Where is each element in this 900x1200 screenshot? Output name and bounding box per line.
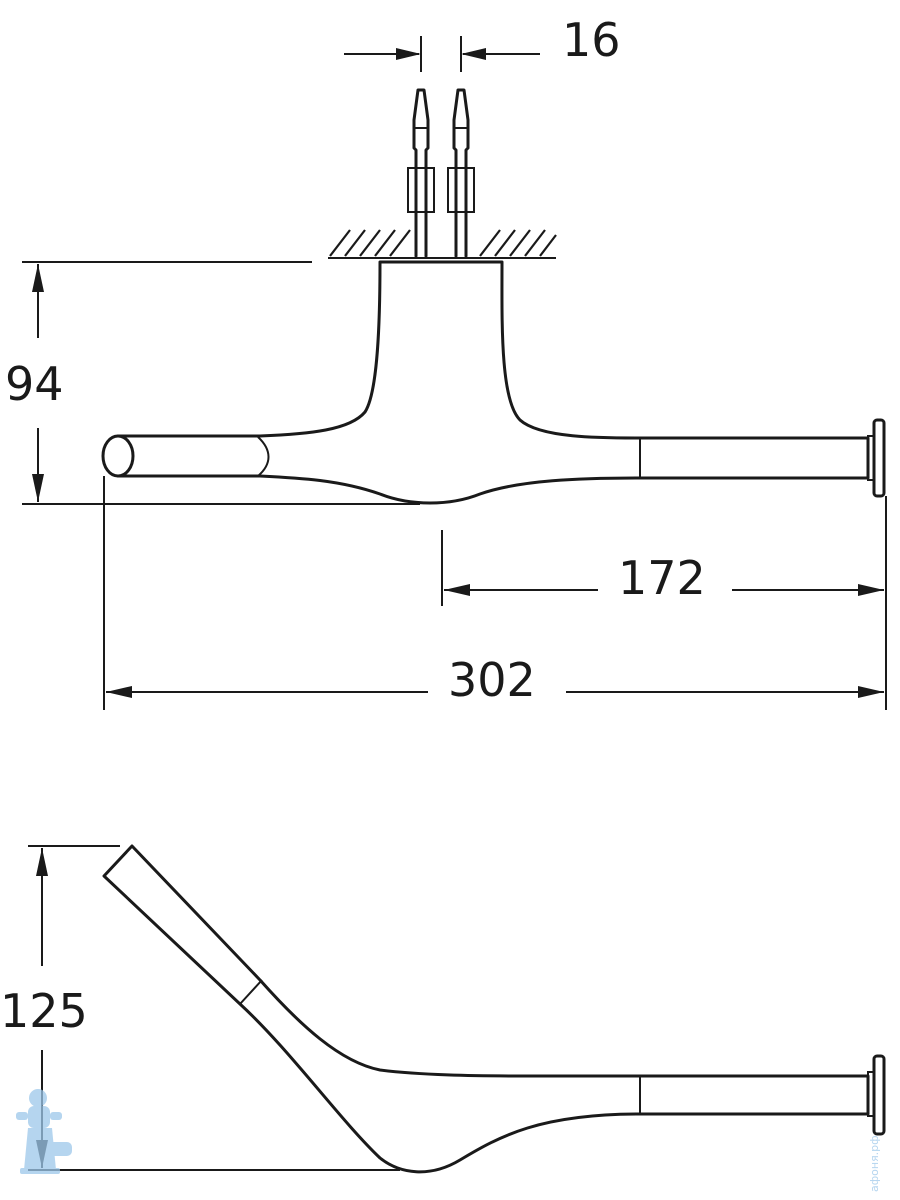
dimension-125-label: 125 xyxy=(0,984,88,1038)
top-view: 16 94 172 302 xyxy=(5,13,887,710)
dimension-302: 302 xyxy=(103,476,887,710)
dimension-16: 16 xyxy=(344,13,621,72)
watermark: афоня.рф xyxy=(16,1089,881,1192)
holder-body-side-view xyxy=(102,844,870,1174)
dimension-94: 94 xyxy=(5,261,420,505)
wall-flange-side-view xyxy=(872,1054,886,1136)
side-view: 125 xyxy=(0,844,886,1174)
wall-flange-top-view xyxy=(872,418,886,498)
dimension-172: 172 xyxy=(441,530,884,606)
dimension-172-label: 172 xyxy=(618,551,706,605)
dimension-302-label: 302 xyxy=(448,653,536,707)
wall-anchor-right xyxy=(447,88,475,258)
wall-hatch xyxy=(328,229,557,259)
dimension-125: 125 xyxy=(0,845,400,1171)
wall-anchor-left xyxy=(407,88,435,258)
watermark-text: афоня.рф xyxy=(868,1135,881,1192)
bar-end-cap xyxy=(101,434,135,478)
holder-body-top-view xyxy=(116,260,870,505)
dimension-16-label: 16 xyxy=(562,13,621,67)
plumber-mascot-icon xyxy=(16,1089,72,1174)
dimension-94-label: 94 xyxy=(5,357,64,411)
